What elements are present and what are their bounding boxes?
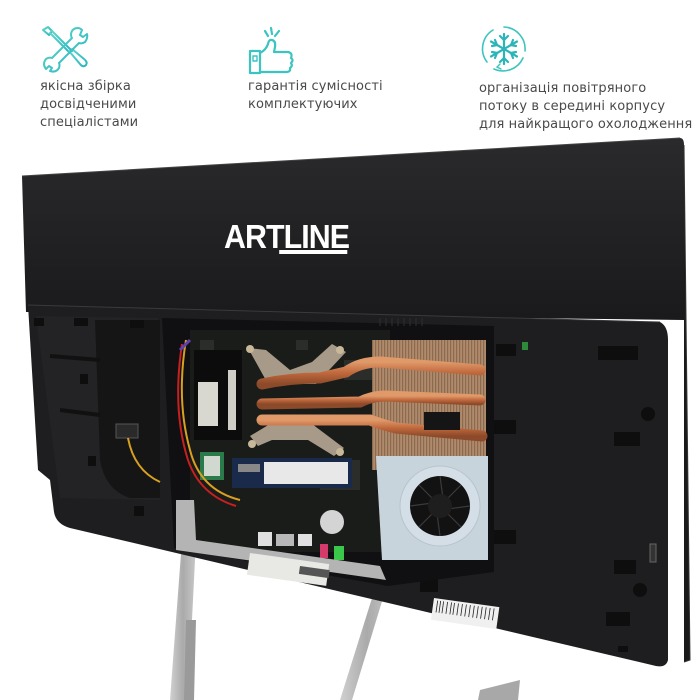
caption-line: комплектуючих bbox=[248, 97, 358, 112]
feature-airflow-cooling: організація повітряного потоку в середин… bbox=[479, 24, 692, 134]
thumbs-up-icon bbox=[248, 26, 294, 75]
feature-caption: гарантія сумісності комплектуючих bbox=[248, 78, 383, 114]
brand-logo-underline bbox=[279, 250, 348, 254]
caption-line: гарантія сумісності bbox=[248, 79, 383, 94]
feature-caption: якісна збірка досвідченими спеціалістами bbox=[40, 78, 138, 132]
caption-line: для найкращого охолодження bbox=[479, 117, 693, 132]
feature-quality-assembly: якісна збірка досвідченими спеціалістами bbox=[40, 24, 138, 132]
feature-caption: організація повітряного потоку в середин… bbox=[479, 80, 692, 134]
caption-line: організація повітряного bbox=[479, 81, 647, 96]
caption-line: потоку в середині корпусу bbox=[479, 99, 666, 114]
snowflake-airflow-icon bbox=[481, 26, 526, 72]
caption-line: досвідченими bbox=[40, 97, 137, 112]
caption-line: спеціалістами bbox=[40, 115, 139, 130]
feature-compatibility-guarantee: гарантія сумісності комплектуючих bbox=[248, 26, 383, 114]
caption-line: якісна збірка bbox=[40, 79, 131, 94]
brand-logo: ARTLINE bbox=[224, 218, 350, 256]
brand-name: ARTLINE bbox=[224, 218, 350, 255]
tools-icon bbox=[42, 26, 89, 73]
